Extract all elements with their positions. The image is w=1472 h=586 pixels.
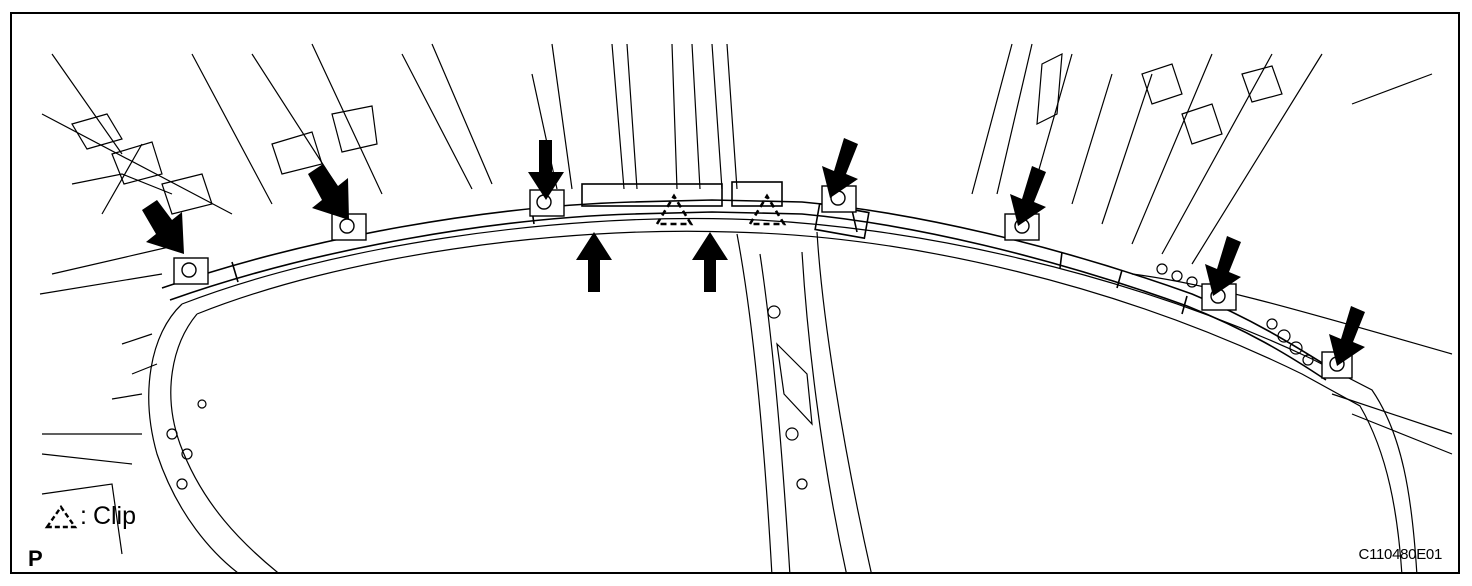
fastener-1 <box>173 257 209 285</box>
arrow-icon-4 <box>822 138 858 198</box>
clip-triangle-1 <box>654 193 694 226</box>
clip-triangle-2 <box>747 193 787 226</box>
harness-main-outer <box>161 199 1333 370</box>
roof-harness-illustration <box>39 43 1453 572</box>
legend-separator: : <box>80 502 87 530</box>
roof-opening-inner <box>196 230 1403 572</box>
center-pillar-inner-right <box>801 251 847 572</box>
arrow-icon-8 <box>576 232 612 292</box>
fastener-2 <box>331 213 367 241</box>
right-frame-lines <box>971 43 1433 265</box>
arrow-icon-9 <box>692 232 728 292</box>
arrow-icon-2 <box>308 164 349 220</box>
arrow-icon-7 <box>1329 306 1365 366</box>
view-letter: P <box>28 546 43 571</box>
center-pillar-inner-left <box>759 253 791 572</box>
center-pillar-left <box>736 233 773 572</box>
harness-main-inner <box>169 211 1327 381</box>
arrow-icon-3 <box>528 140 564 200</box>
roof-opening-outline <box>181 217 1418 572</box>
legend-label: Clip <box>92 502 137 530</box>
arrow-icon-6 <box>1205 236 1241 296</box>
arrow-icon-5 <box>1010 166 1046 226</box>
clip-triangle-icon <box>44 504 78 528</box>
left-pillar-edge-2 <box>148 303 238 572</box>
arrow-icon-1 <box>142 200 184 254</box>
left-pillar-edge <box>170 313 279 572</box>
diagram-frame: : Clip P C110480E01 <box>10 12 1460 574</box>
fastener-3 <box>529 189 565 217</box>
clip-legend: : Clip <box>44 502 136 531</box>
center-beam <box>611 43 738 190</box>
figure-code: C110480E01 <box>1358 546 1443 563</box>
center-pillar-right <box>816 231 872 572</box>
